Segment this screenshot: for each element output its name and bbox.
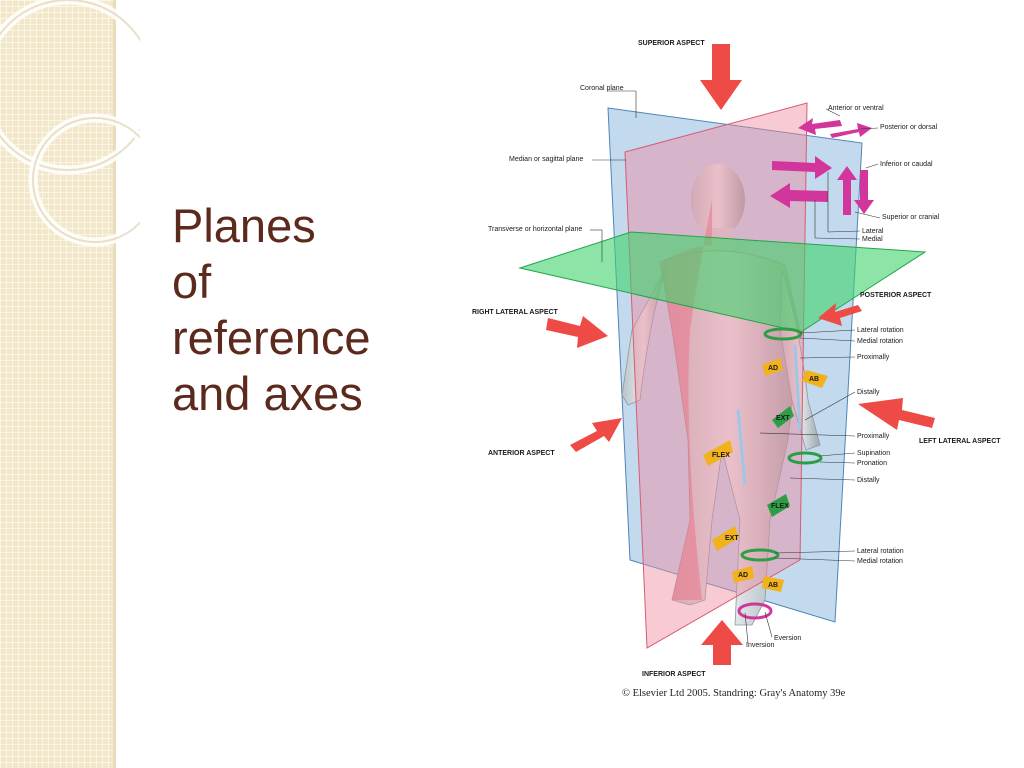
joint-tag-flex (703, 440, 733, 466)
posterior-arrow-icon (818, 303, 862, 326)
title-line: reference (172, 311, 371, 364)
proximally-label: Proximally (857, 433, 890, 440)
joint-tag-label: EXT (725, 535, 739, 542)
transverse-plane-label: Transverse or horizontal plane (488, 226, 582, 233)
distally-label: Distally (857, 477, 880, 484)
posterior-direction-label: Posterior or dorsal (880, 124, 938, 131)
joint-tag-flex (767, 494, 790, 517)
anterior-direction-arrow-icon (798, 118, 842, 135)
axis-arrow-icon (793, 344, 802, 431)
superior-aspect-label: SUPERIOR ASPECT (638, 40, 705, 47)
joint-tag-label: AB (768, 582, 778, 589)
title-line: Planes (172, 199, 316, 252)
right-lateral-aspect-label: RIGHT LATERAL ASPECT (472, 309, 559, 316)
joint-tag-label: AB (809, 376, 819, 383)
rotation-ring-icon (787, 451, 823, 465)
rotation-ring-icon (763, 327, 803, 341)
superior-arrow-icon (700, 44, 742, 110)
eversion-ring-icon (737, 602, 773, 620)
proximally-label: Proximally (857, 354, 890, 361)
title-line: of (172, 255, 212, 308)
anterior-aspect-label: ANTERIOR ASPECT (488, 450, 555, 457)
eversion-label: Eversion (774, 635, 801, 642)
transverse-plane (518, 231, 927, 333)
superior-direction-label: Superior or cranial (882, 214, 940, 221)
lateral-rotation-label: Lateral rotation (857, 548, 904, 555)
inferior-aspect-label: INFERIOR ASPECT (642, 671, 706, 678)
pronation-label: Pronation (857, 460, 887, 467)
anatomy-planes-figure: AD AB FLEX EXT FLEX EXT AD AB (472, 40, 1001, 699)
joint-tag-ab (802, 370, 828, 388)
inferior-arrow-icon (701, 620, 743, 665)
figure-credit: © Elsevier Ltd 2005. Standring: Gray's A… (622, 688, 846, 699)
leader-lines (590, 90, 881, 644)
distally-label: Distally (857, 389, 880, 396)
joint-tag-label: AD (768, 365, 778, 372)
inferior-direction-label: Inferior or caudal (880, 161, 933, 168)
lateral-rotation-label: Lateral rotation (857, 327, 904, 334)
superior-direction-arrow-icon (837, 166, 857, 215)
anterior-direction-label: Anterior or ventral (828, 105, 884, 112)
medial-direction-label: Medial (862, 236, 883, 243)
sagittal-plane (624, 102, 808, 649)
lateral-direction-label: Lateral (862, 228, 884, 235)
right-lateral-arrow-icon (546, 316, 608, 348)
medial-rotation-label: Medial rotation (857, 558, 903, 565)
medial-direction-arrow-icon (770, 183, 828, 208)
posterior-direction-arrow-icon (830, 123, 872, 138)
axis-arrow-icon (736, 409, 747, 486)
inversion-label: Inversion (746, 642, 775, 649)
joint-tag-ad (762, 358, 783, 376)
joint-tag-ext (712, 526, 739, 551)
decorative-rings (0, 0, 140, 247)
slide-title: Planes of reference and axes (172, 198, 432, 422)
joint-tag-ext (772, 406, 794, 428)
title-line: and axes (172, 367, 363, 420)
joint-tag-ad (732, 566, 754, 583)
posterior-aspect-label: POSTERIOR ASPECT (860, 292, 932, 299)
inferior-direction-arrow-icon (854, 170, 874, 214)
joint-tag-label: EXT (776, 415, 790, 422)
medial-rotation-label: Medial rotation (857, 338, 903, 345)
anterior-arrow-icon (570, 418, 622, 452)
median-plane-label: Median or sagittal plane (509, 156, 583, 163)
lateral-direction-arrow-icon (772, 156, 832, 179)
supination-label: Supination (857, 450, 890, 457)
joint-tag-label: FLEX (771, 503, 789, 510)
coronal-plane-label: Coronal plane (580, 85, 624, 92)
left-lateral-aspect-label: LEFT LATERAL ASPECT (919, 438, 1001, 445)
rotation-ring-icon (740, 548, 780, 562)
joint-tag-ab (762, 576, 784, 592)
left-lateral-arrow-icon (858, 398, 935, 430)
joint-tag-label: AD (738, 572, 748, 579)
joint-tag-label: FLEX (712, 452, 730, 459)
